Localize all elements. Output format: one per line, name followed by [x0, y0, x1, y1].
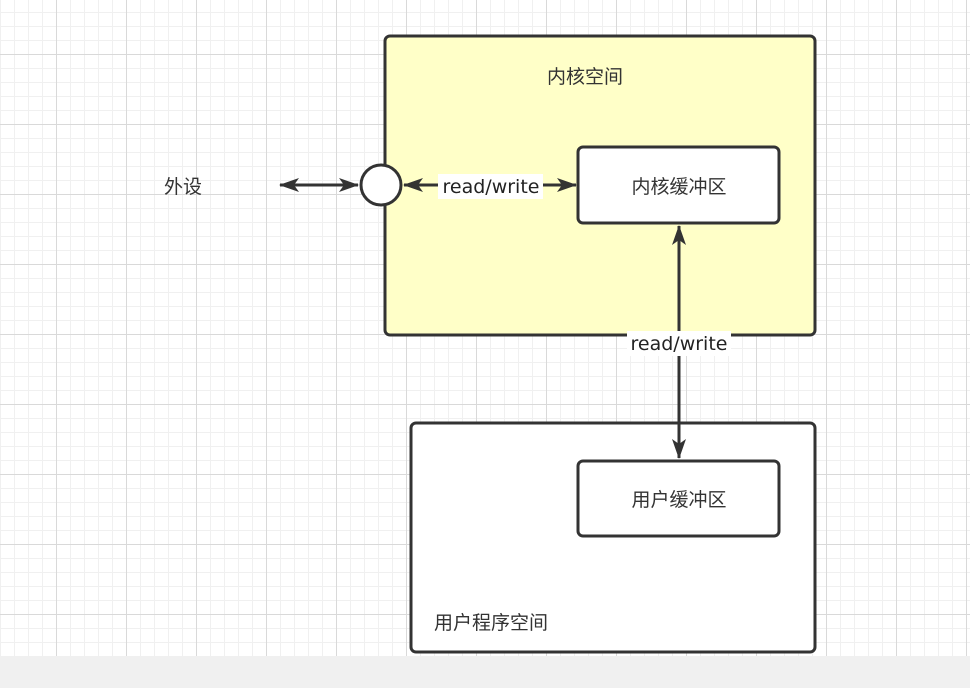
- kernel-buffer-box[interactable]: [576, 145, 781, 225]
- user-buffer-label: 用户缓冲区: [631, 489, 726, 511]
- edge-label-read-write-vertical: read/write: [631, 333, 728, 355]
- user-buffer-box[interactable]: [576, 459, 781, 538]
- footer-bar: [0, 656, 970, 688]
- edge-label-bg-vertical: [627, 331, 731, 356]
- io-port-node[interactable]: [359, 163, 403, 207]
- edge-label-bg-top: [438, 174, 543, 199]
- peripheral-label: 外设: [164, 176, 202, 198]
- kernel-space-label: 内核空间: [547, 66, 623, 88]
- kernel-buffer-label: 内核缓冲区: [631, 176, 726, 198]
- user-space-label: 用户程序空间: [434, 612, 548, 634]
- edge-label-read-write-top: read/write: [443, 176, 540, 198]
